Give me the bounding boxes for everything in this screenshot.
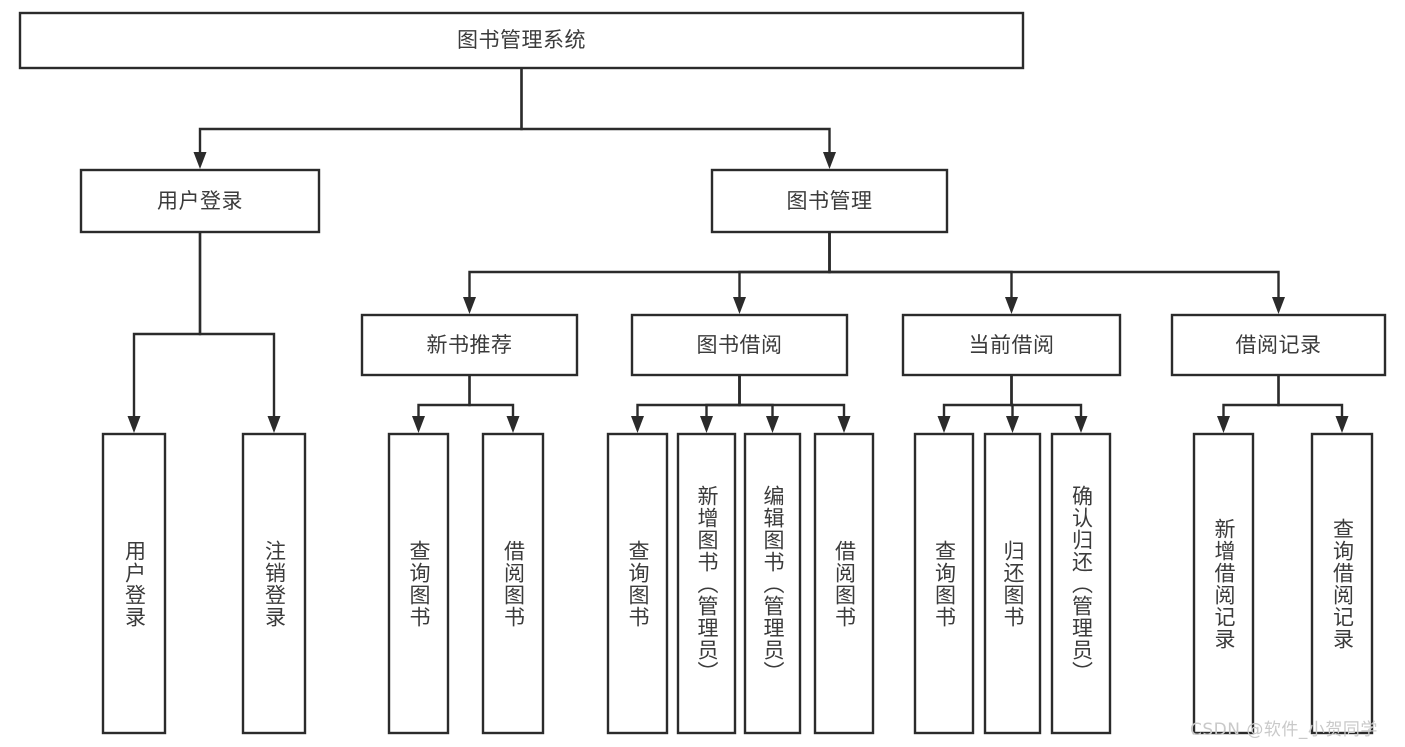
connector-line xyxy=(468,232,831,301)
node-box-leaf_8[interactable] xyxy=(913,432,975,735)
node-box-leaf_11[interactable] xyxy=(1192,432,1255,735)
connector-line xyxy=(942,375,1013,420)
arrow-head-icon xyxy=(1006,416,1019,433)
connector-line xyxy=(132,232,202,420)
node-box-l3_0[interactable] xyxy=(360,313,579,377)
arrow-head-icon xyxy=(1217,416,1230,433)
connector-line xyxy=(828,232,1013,301)
connector-line xyxy=(1010,375,1083,420)
node-box-leaf_2[interactable] xyxy=(387,432,450,735)
arrow-head-icon xyxy=(463,297,476,314)
arrow-head-icon xyxy=(1272,297,1285,314)
arrow-head-icon xyxy=(267,416,281,433)
arrow-head-icon xyxy=(937,416,951,433)
node-box-l3_1[interactable] xyxy=(630,313,849,377)
node-box-l3_3[interactable] xyxy=(1170,313,1387,377)
connector-line xyxy=(198,68,523,156)
connector-line xyxy=(828,232,1280,301)
connector-line xyxy=(636,375,741,420)
connector-layer xyxy=(127,68,1349,433)
node-box-leaf_3[interactable] xyxy=(481,432,545,735)
arrow-head-icon xyxy=(193,152,207,169)
arrow-head-icon xyxy=(823,152,836,169)
node-box-layer xyxy=(18,11,1387,735)
arrow-head-icon xyxy=(506,416,520,433)
arrow-head-icon xyxy=(631,416,644,433)
connector-line xyxy=(417,375,471,420)
connector-line xyxy=(198,232,276,420)
arrow-head-icon xyxy=(127,416,141,433)
arrow-head-icon xyxy=(766,416,779,433)
node-box-root[interactable] xyxy=(18,11,1025,70)
arrow-head-icon xyxy=(1074,416,1088,433)
node-box-leaf_0[interactable] xyxy=(101,432,167,735)
connector-line xyxy=(738,375,846,420)
node-box-l3_2[interactable] xyxy=(901,313,1122,377)
arrow-head-icon xyxy=(1335,416,1349,433)
node-box-l2_0[interactable] xyxy=(79,168,321,234)
connector-line xyxy=(738,375,774,420)
connector-line xyxy=(520,68,831,156)
node-box-leaf_7[interactable] xyxy=(813,432,875,735)
node-box-leaf_10[interactable] xyxy=(1050,432,1112,735)
arrow-head-icon xyxy=(700,416,713,433)
connector-line xyxy=(705,375,741,420)
arrow-head-icon xyxy=(837,416,851,433)
node-box-leaf_1[interactable] xyxy=(241,432,307,735)
arrow-head-icon xyxy=(733,297,746,314)
node-box-leaf_6[interactable] xyxy=(743,432,802,735)
node-box-leaf_9[interactable] xyxy=(983,432,1042,735)
connector-line xyxy=(1277,375,1344,420)
node-box-l2_1[interactable] xyxy=(710,168,949,234)
connector-line xyxy=(1222,375,1280,420)
connector-line xyxy=(468,375,515,420)
node-box-leaf_12[interactable] xyxy=(1310,432,1374,735)
arrow-head-icon xyxy=(412,416,425,433)
node-box-leaf_4[interactable] xyxy=(606,432,669,735)
arrow-head-icon xyxy=(1005,297,1018,314)
connector-line xyxy=(738,232,831,301)
node-box-leaf_5[interactable] xyxy=(676,432,737,735)
